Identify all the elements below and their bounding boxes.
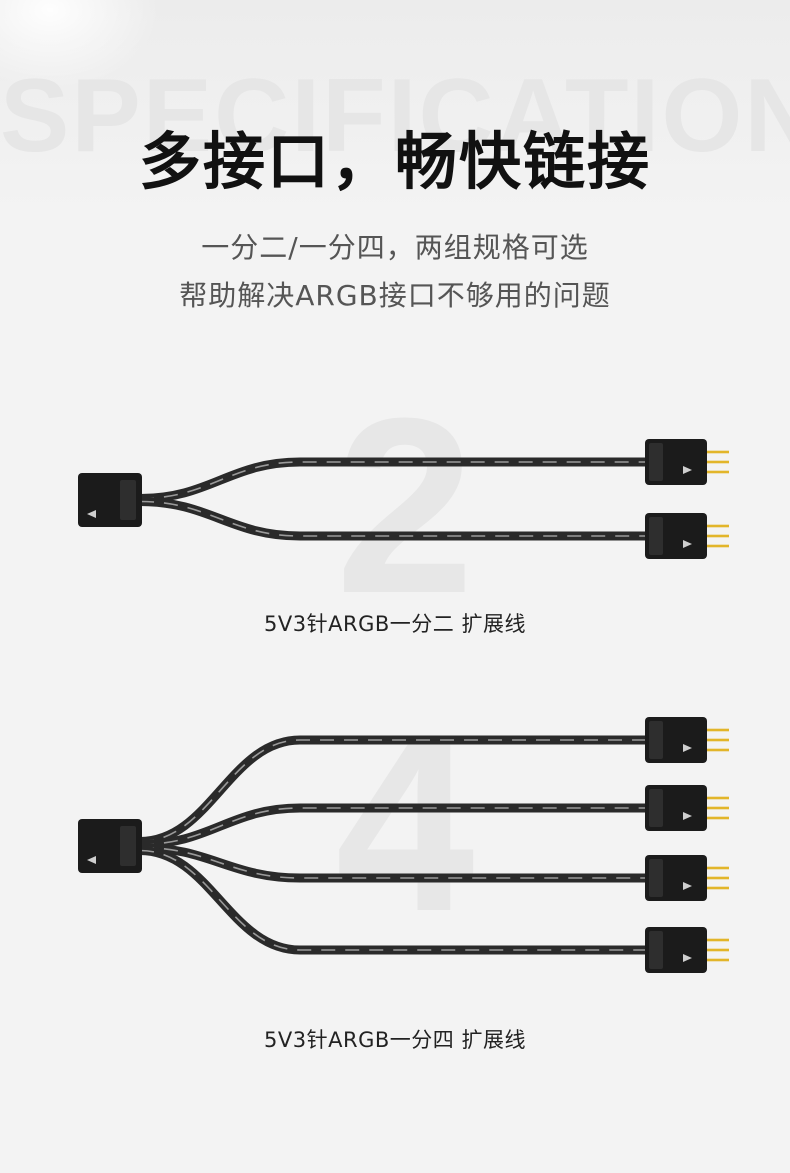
output-connector-2-arrow xyxy=(683,812,692,820)
output-connector-3-pin-2 xyxy=(707,876,729,880)
splitter-4-connectors xyxy=(78,717,729,973)
subtitle-line-2: 帮助解决ARGB接口不够用的问题 xyxy=(179,279,611,312)
output-connector-1-grip xyxy=(649,443,663,481)
cable-4-stripe xyxy=(139,849,645,951)
output-connector-2-pin-2 xyxy=(707,806,729,810)
output-connector-2-grip xyxy=(649,789,663,827)
cable-1-stripe xyxy=(139,461,645,500)
output-connector-3-pin-1 xyxy=(707,866,729,870)
input-connector-grip xyxy=(120,480,136,520)
output-connector-1-pin-1 xyxy=(707,728,729,732)
splitter-2-diagram: 2 xyxy=(0,370,790,600)
cable-2-stripe xyxy=(139,807,645,846)
input-connector-grip xyxy=(120,826,136,866)
output-connector-4-pin-1 xyxy=(707,938,729,942)
input-connector-arrow xyxy=(87,510,96,518)
output-connector-3-arrow xyxy=(683,882,692,890)
splitter-2-svg: 2 xyxy=(78,370,729,600)
output-connector-1-pin-1 xyxy=(707,450,729,454)
cable-1-stripe xyxy=(139,739,645,843)
splitter-4-caption: 5V3针ARGB一分四 扩展线 xyxy=(264,1028,526,1052)
output-connector-3-pin-3 xyxy=(707,886,729,890)
output-connector-3-grip xyxy=(649,859,663,897)
big-number-2: 2 xyxy=(335,370,474,600)
output-connector-1-grip xyxy=(649,721,663,759)
input-connector-arrow xyxy=(87,856,96,864)
splitter-4-cables xyxy=(135,735,650,955)
output-connector-4-pin-3 xyxy=(707,958,729,962)
output-connector-2-grip xyxy=(649,517,663,555)
output-connector-2-pin-3 xyxy=(707,544,729,548)
output-connector-4-arrow xyxy=(683,954,692,962)
specification-watermark: SPECIFICATION xyxy=(0,58,790,174)
cable-3-stripe xyxy=(139,846,645,879)
output-connector-1-arrow xyxy=(683,744,692,752)
output-connector-1-arrow xyxy=(683,466,692,474)
splitter-4-svg: 4 xyxy=(78,700,729,973)
subtitle-line-1: 一分二/一分四，两组规格可选 xyxy=(201,231,589,264)
output-connector-2-pin-1 xyxy=(707,796,729,800)
splitter-2-cables xyxy=(135,457,650,541)
output-connector-1-pin-3 xyxy=(707,748,729,752)
output-connector-2-pin-2 xyxy=(707,534,729,538)
output-connector-4-grip xyxy=(649,931,663,969)
output-connector-1-pin-2 xyxy=(707,460,729,464)
cable-2-stripe xyxy=(139,500,645,537)
splitter-4-diagram: 4 xyxy=(0,700,790,990)
output-connector-2-arrow xyxy=(683,540,692,548)
output-connector-1-pin-3 xyxy=(707,470,729,474)
splitter-2-caption: 5V3针ARGB一分二 扩展线 xyxy=(264,612,526,636)
headline: 多接口，畅快链接 xyxy=(138,125,651,198)
output-connector-1-pin-2 xyxy=(707,738,729,742)
output-connector-2-pin-1 xyxy=(707,524,729,528)
output-connector-2-pin-3 xyxy=(707,816,729,820)
output-connector-4-pin-2 xyxy=(707,948,729,952)
corner-glow xyxy=(0,0,160,90)
splitter-2-connectors xyxy=(78,439,729,559)
